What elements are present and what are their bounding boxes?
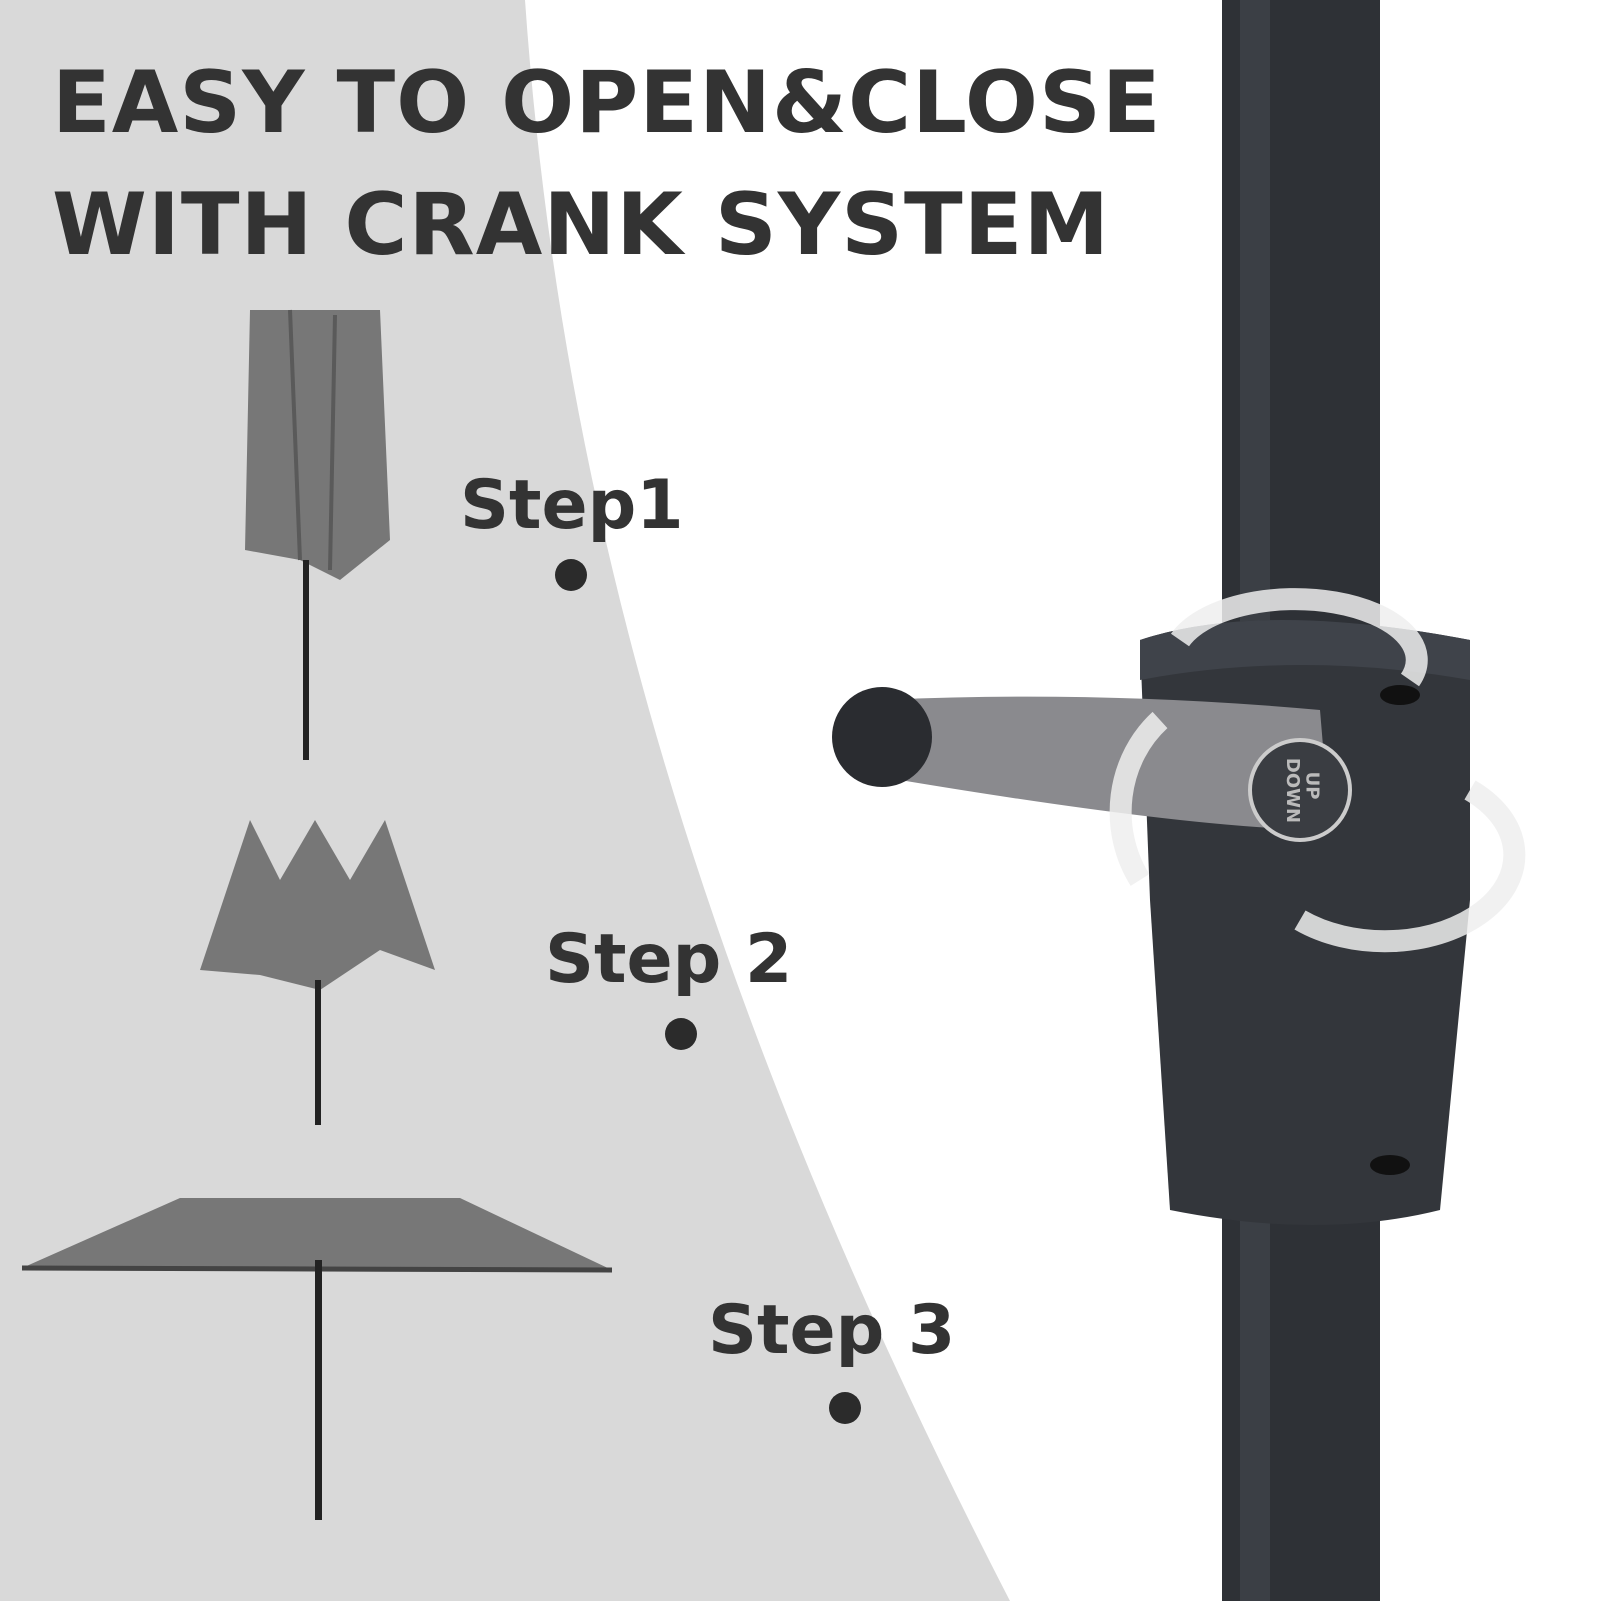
step3-dot [829,1392,861,1424]
step3-label: Step 3 [708,1291,956,1370]
crank-up-label: UP [1301,771,1323,800]
umbrella-half-open-image [200,820,435,1125]
umbrella-closed-image [245,309,390,760]
step1-label: Step1 [460,466,684,545]
step1-dot [555,559,587,591]
umbrella-open-image [21,1198,613,1520]
pole-and-crank-image [832,0,1526,1601]
step2-dot [665,1018,697,1050]
step2-label: Step 2 [545,920,793,999]
headline-line1: EASY TO OPEN&CLOSE [52,53,1162,153]
headline-line2: WITH CRANK SYSTEM [52,175,1111,275]
crank-down-label: DOWN [1282,757,1304,824]
